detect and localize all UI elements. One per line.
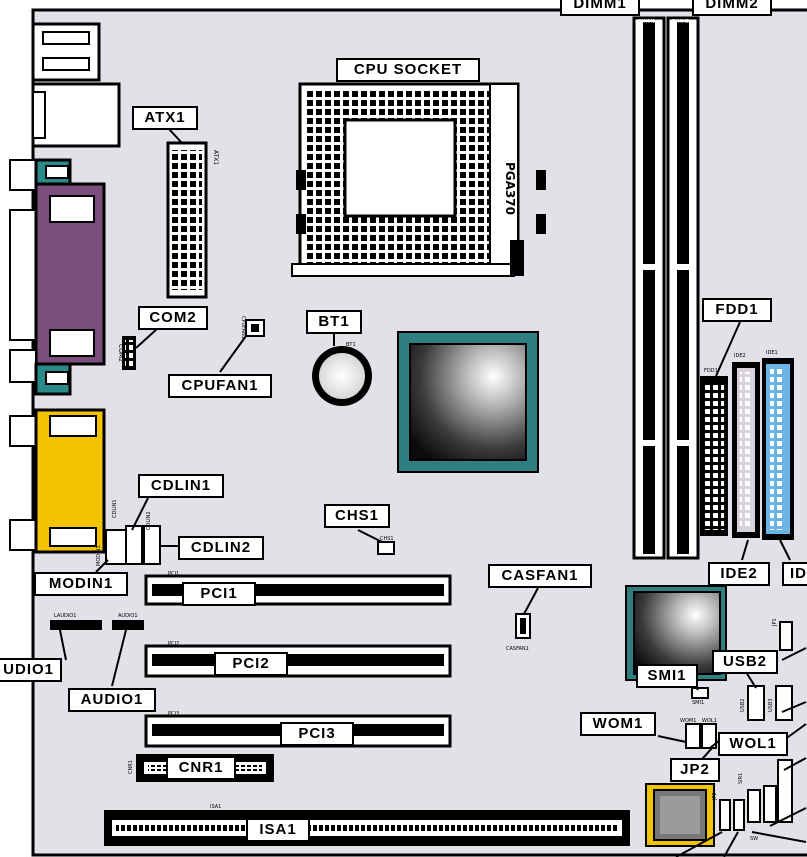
- super-io-chip: [645, 783, 715, 847]
- atx-silkscreen: ATX1: [212, 150, 219, 165]
- cdlin-headers: [105, 525, 161, 565]
- label-audio1: AUDIO1: [68, 688, 156, 712]
- label-wom1: WOM1: [580, 712, 656, 736]
- pci2-slot: [144, 644, 452, 678]
- casfan-silkscreen: CASFAN1: [506, 646, 529, 652]
- isa-slot: [104, 810, 630, 846]
- smi-silkscreen: SMI1: [692, 700, 704, 706]
- leader-lines: [59, 127, 807, 857]
- laudio-silkscreen: LAUDIO1: [54, 613, 76, 619]
- usb2-silkscreen: USB2: [740, 699, 746, 712]
- battery: [312, 346, 372, 406]
- label-casfan1: CASFAN1: [488, 564, 592, 588]
- usb-headers: [747, 685, 793, 721]
- ps2-port-stack: [31, 22, 101, 82]
- label-bt1: BT1: [306, 310, 362, 334]
- label-cpu-socket: CPU SOCKET: [336, 58, 480, 82]
- jp1-header: [779, 621, 793, 651]
- label-cdlin2: CDLIN2: [178, 536, 264, 560]
- label-pci2: PCI2: [214, 652, 288, 676]
- cpufan-header: [245, 319, 265, 337]
- bt-silkscreen: BT1: [346, 342, 356, 348]
- casfan-header: [515, 613, 531, 639]
- label-chs1: CHS1: [324, 504, 390, 528]
- usb3-silkscreen: USB3: [768, 699, 774, 712]
- sir-silkscreen: SIR1: [738, 773, 744, 784]
- fdd-connector: [700, 376, 728, 536]
- ide1-silkscreen: IDE1: [766, 350, 778, 356]
- chs-header: [377, 541, 395, 555]
- label-smi1: SMI1: [636, 664, 698, 688]
- label-ide1: ID: [782, 562, 807, 586]
- wol-silkscreen: WOL1: [702, 718, 717, 724]
- label-dimm1: DIMM1: [560, 0, 640, 16]
- chs-silkscreen: CHS1: [380, 536, 394, 542]
- wom-wol-headers: [685, 723, 717, 749]
- label-jp2: JP2: [670, 758, 720, 782]
- label-usb2: USB2: [712, 650, 778, 674]
- pci1-slot: [144, 574, 452, 606]
- sw-silkscreen: SW: [750, 836, 758, 842]
- label-modin1: MODIN1: [34, 572, 128, 596]
- audio-silkscreen: AUDIO1: [118, 613, 138, 619]
- socket-silkscreen: PGA370: [503, 162, 517, 215]
- jp2-silkscreen: JP2: [712, 792, 718, 801]
- cpufan-silkscreen: CPUFAN1: [240, 316, 246, 339]
- fdd-silkscreen: FDD1: [704, 368, 718, 374]
- label-isa1: ISA1: [246, 818, 310, 842]
- ide2-connector: [732, 362, 760, 538]
- front-panel-headers: [719, 759, 793, 831]
- label-cnr1: CNR1: [166, 756, 236, 780]
- com1-port: [9, 158, 72, 191]
- audio-headers: [50, 620, 144, 630]
- dimm-slots: [632, 16, 700, 560]
- com2-silkscreen: COM2: [117, 344, 124, 362]
- cnr-silkscreen: CNR1: [128, 760, 134, 774]
- com2-port: [9, 349, 72, 396]
- label-fdd1: FDD1: [702, 298, 772, 322]
- label-wol1: WOL1: [718, 732, 788, 756]
- ide1-connector: [762, 358, 794, 540]
- wom-silkscreen: WOM1: [680, 718, 696, 724]
- label-dimm2: DIMM2: [692, 0, 772, 16]
- jp1-silkscreen: JP1: [772, 618, 778, 627]
- label-cdlin1: CDLIN1: [138, 474, 224, 498]
- pci1-silkscreen: PCI1: [168, 571, 179, 577]
- isa-silkscreen: ISA1: [210, 804, 221, 810]
- cdlin1-silkscreen: CDLIN1: [112, 499, 118, 518]
- label-ide2: IDE2: [708, 562, 770, 586]
- label-pci3: PCI3: [280, 722, 354, 746]
- label-audio1-left: UDIO1: [0, 658, 62, 682]
- ide2-silkscreen: IDE2: [734, 353, 746, 359]
- label-com2: COM2: [138, 306, 208, 330]
- parallel-port: [9, 182, 106, 366]
- label-pci1: PCI1: [182, 582, 256, 606]
- label-atx1: ATX1: [132, 106, 198, 130]
- northbridge-chip: [397, 331, 539, 473]
- cpu-socket: [291, 82, 546, 277]
- pci3-silkscreen: PCI3: [168, 711, 179, 717]
- label-cpufan1: CPUFAN1: [168, 374, 272, 398]
- vga-port: [9, 408, 106, 554]
- atx-power-connector: [166, 141, 208, 299]
- smi-header: [691, 687, 709, 699]
- com2-header: [122, 336, 136, 370]
- pci2-silkscreen: PCI2: [168, 641, 179, 647]
- modin-silkscreen: MODIN1: [96, 546, 102, 567]
- usb-port-block: [31, 82, 121, 148]
- dimm2-silkscreen: DIMM2: [672, 19, 689, 25]
- cdlin2-silkscreen: CDLIN2: [146, 511, 152, 530]
- dimm1-silkscreen: DIMM1: [638, 19, 655, 25]
